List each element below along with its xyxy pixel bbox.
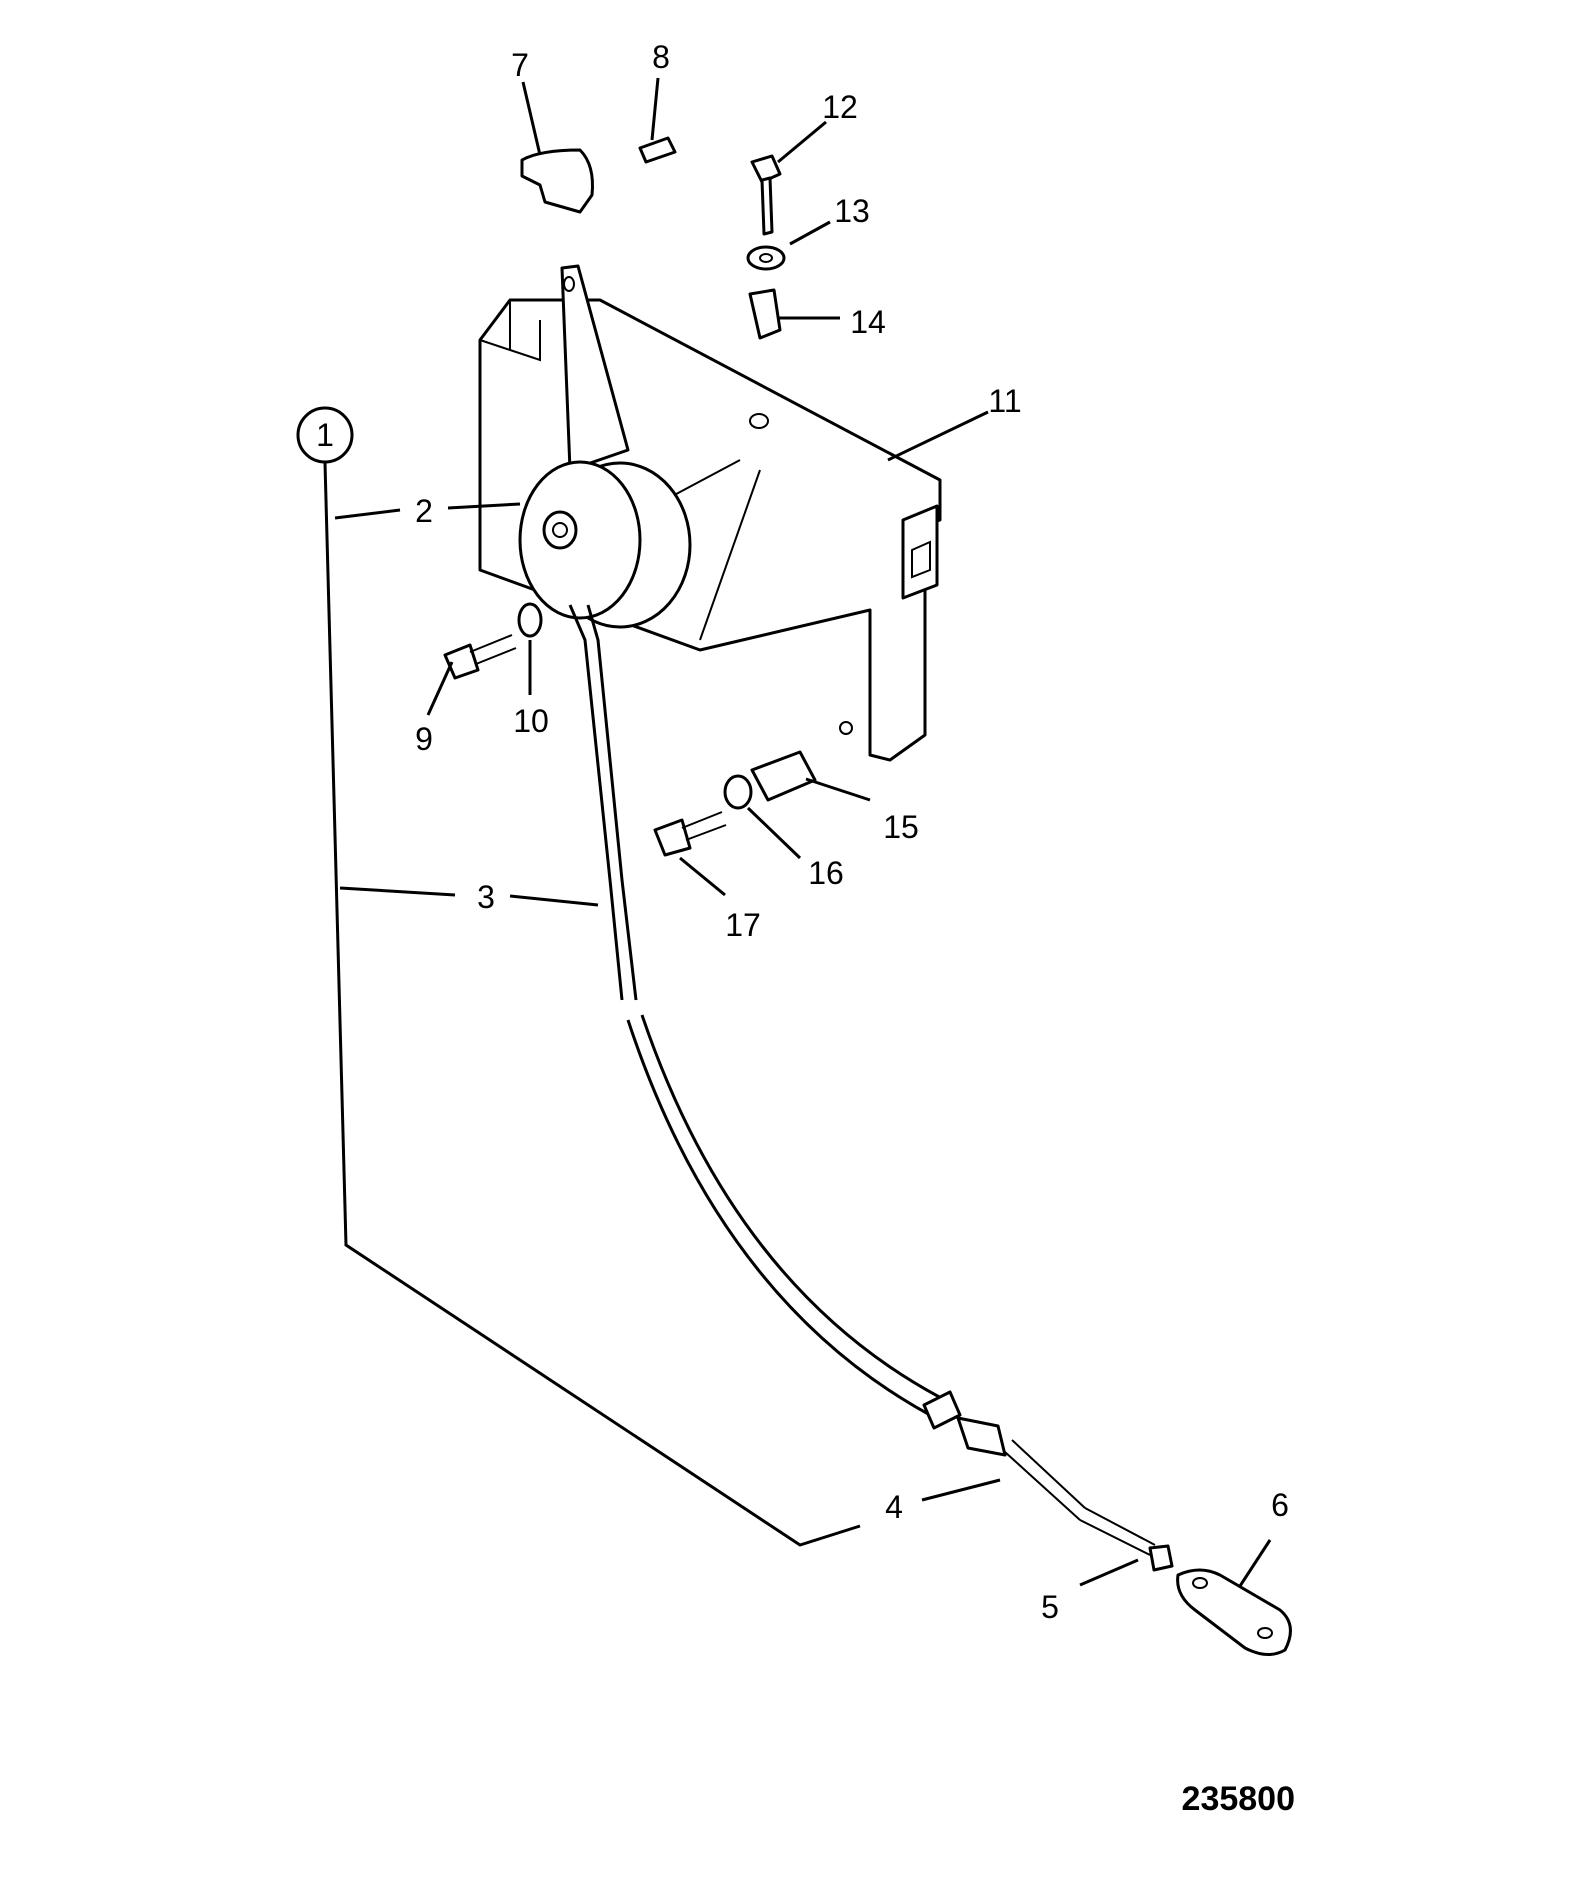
label-14: 14 [850,304,886,340]
label-15: 15 [883,809,919,845]
label-10: 10 [513,703,549,739]
loose-parts [443,136,1292,1656]
label-5: 5 [1041,1589,1059,1625]
label-3: 3 [477,879,495,915]
control-cable [568,604,1174,1572]
callout-labels: 1 2 3 4 5 6 7 8 9 10 11 12 13 14 15 16 1… [316,39,1289,1625]
control-lever [518,264,692,629]
kit-callout-circle [296,406,354,464]
label-2: 2 [415,493,433,529]
label-11: 11 [988,383,1021,419]
leader-lines [334,77,1272,1587]
label-12: 12 [822,89,858,125]
label-9: 9 [415,721,433,757]
figure-number: 235800 [1182,1780,1295,1818]
label-6: 6 [1271,1487,1289,1523]
label-4: 4 [885,1489,903,1525]
label-8: 8 [652,39,670,75]
label-7: 7 [511,47,529,83]
label-1: 1 [316,417,334,453]
label-16: 16 [808,855,844,891]
kit-bracket-line [323,462,861,1547]
label-13: 13 [834,193,870,229]
label-17: 17 [725,907,761,943]
